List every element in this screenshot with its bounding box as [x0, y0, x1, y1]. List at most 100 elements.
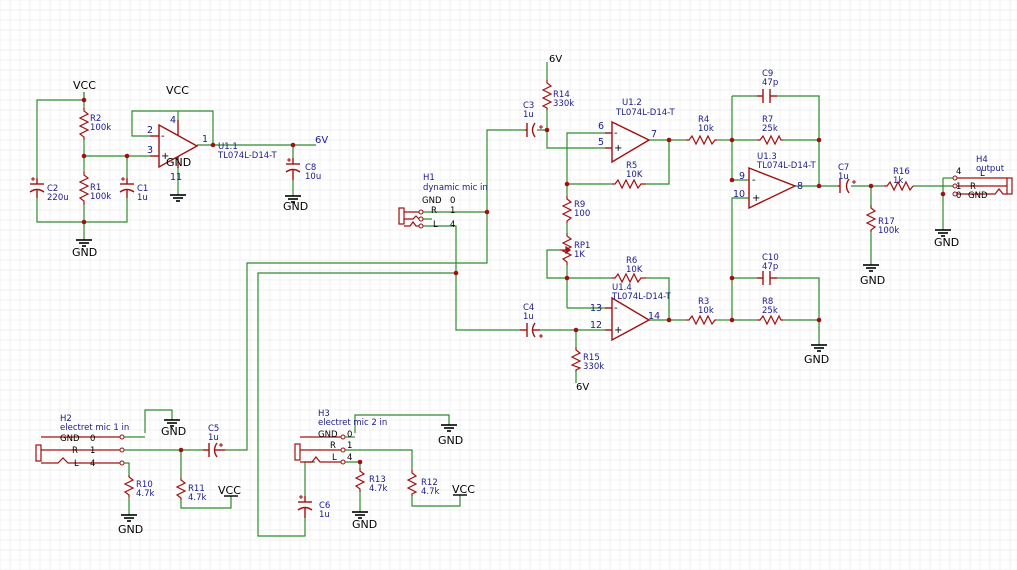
jack-pin-label: 1: [450, 206, 455, 216]
jack-pin-label: 1: [347, 441, 352, 451]
gnd-label: GND: [804, 353, 829, 366]
vcc-label: VCC: [166, 84, 189, 97]
r14-ref: R14: [553, 90, 570, 100]
jack-pin-label: GND: [422, 196, 442, 206]
r13-value: 4.7k: [369, 484, 388, 494]
r9-value: 100: [574, 209, 590, 219]
jack-pin-circles: [119, 175, 958, 466]
polarity-marks: [31, 125, 856, 499]
jack-pin-label: GND: [318, 430, 338, 440]
jack-pin-label: 0: [347, 430, 352, 440]
pin-number: 12: [590, 320, 602, 331]
opamp-u1-3: [748, 166, 797, 210]
r7-ref: R7: [762, 115, 773, 125]
pot-wiper-arrow: [560, 245, 571, 255]
h2-ref: H2: [60, 414, 72, 424]
r6-value: 10K: [626, 265, 643, 275]
resistor-r12: [406, 470, 418, 496]
vcc-label: VCC: [73, 79, 96, 92]
jack-pin-label: 4: [347, 453, 352, 463]
c4-ref: C4: [523, 303, 534, 313]
c5-value: 1u: [208, 433, 219, 443]
vcc-label: VCC: [218, 484, 241, 497]
gnd-label: GND: [166, 156, 191, 169]
opamp-u1-4: [611, 296, 651, 342]
pin-number: 8: [797, 181, 803, 192]
resistor-r2: [78, 108, 90, 140]
r1-ref: R1: [90, 183, 101, 193]
h4-value: output: [976, 164, 1005, 174]
h2-value: electret mic 1 in: [60, 423, 129, 433]
resistor-r7: [757, 134, 783, 146]
r11-value: 4.7k: [188, 493, 207, 503]
junctions: [81, 97, 946, 465]
r4-value: 10k: [698, 124, 714, 134]
c2-ref: C2: [47, 184, 58, 194]
gnd-label: GND: [118, 523, 143, 536]
opamp-sign: -: [614, 128, 618, 139]
resistor-r1: [78, 172, 90, 205]
r1-value: 100k: [90, 192, 111, 202]
gnd-label: GND: [161, 425, 186, 438]
pin-number: 1: [202, 134, 208, 145]
u14-value: TL074L-D14-T: [611, 292, 671, 302]
r11-ref: R11: [188, 484, 205, 494]
c9-value: 47p: [762, 78, 778, 88]
r2-value: 100k: [90, 123, 111, 133]
u12-value: TL074L-D14-T: [615, 108, 675, 118]
jack-h3-body: [294, 443, 301, 461]
u12-ref: U1.2: [622, 98, 642, 108]
resistor-r14: [541, 80, 553, 110]
6v-label: 6V: [576, 382, 589, 393]
u11-ref: U1.1: [218, 142, 238, 152]
resistor-r6: [612, 272, 646, 284]
r8-ref: R8: [762, 297, 773, 307]
r5-ref: R5: [626, 161, 637, 171]
jack-pin-label: L: [74, 459, 79, 469]
ground-symbols: [76, 194, 951, 522]
u14-ref: U1.4: [612, 283, 632, 293]
resistor-r16: [884, 180, 914, 192]
jack-pin-label: L: [433, 220, 438, 230]
r6-ref: R6: [626, 256, 637, 266]
jack-pin-label: 1: [956, 182, 961, 192]
r8-value: 25k: [762, 306, 778, 316]
c10-ref: C10: [762, 253, 779, 263]
jack-pin-label: R: [970, 182, 976, 192]
r13-ref: R13: [369, 475, 386, 485]
opamps: [150, 120, 797, 342]
labels: VCC VCC GND GND GND 6V 6V 6V GND GND GND…: [47, 54, 1005, 536]
h3-ref: H3: [318, 409, 330, 419]
jack-pin-label: R: [330, 441, 336, 451]
resistor-r11: [175, 478, 187, 500]
rp1-value: 1K: [574, 250, 585, 260]
pin-number: 11: [170, 172, 182, 183]
pin-number: 13: [590, 303, 602, 314]
gnd-label: GND: [283, 200, 308, 213]
c3-value: 1u: [523, 110, 534, 120]
u11-value: TL074L-D14-T: [217, 151, 277, 161]
resistor-r9: [561, 196, 573, 223]
r16-ref: R16: [893, 167, 910, 177]
c8-ref: C8: [305, 163, 316, 173]
h3-value: electret mic 2 in: [318, 418, 387, 428]
r15-ref: R15: [583, 353, 600, 363]
resistor-r10: [123, 475, 135, 497]
vcc-bars: [224, 494, 467, 497]
r5-value: 10K: [626, 170, 643, 180]
gnd-label: GND: [860, 274, 885, 287]
resistor-r8: [757, 314, 783, 326]
jack-pin-label: GND: [968, 191, 988, 201]
c4-value: 1u: [523, 312, 534, 322]
gnd-label: GND: [934, 236, 959, 249]
r10-ref: R10: [136, 480, 153, 490]
opamp-sign: +: [161, 151, 169, 162]
gnd-label: GND: [72, 246, 97, 259]
resistor-r5: [612, 178, 646, 190]
c6-ref: C6: [319, 501, 330, 511]
6v-label: 6V: [315, 135, 328, 146]
gnd-label: GND: [352, 518, 377, 531]
